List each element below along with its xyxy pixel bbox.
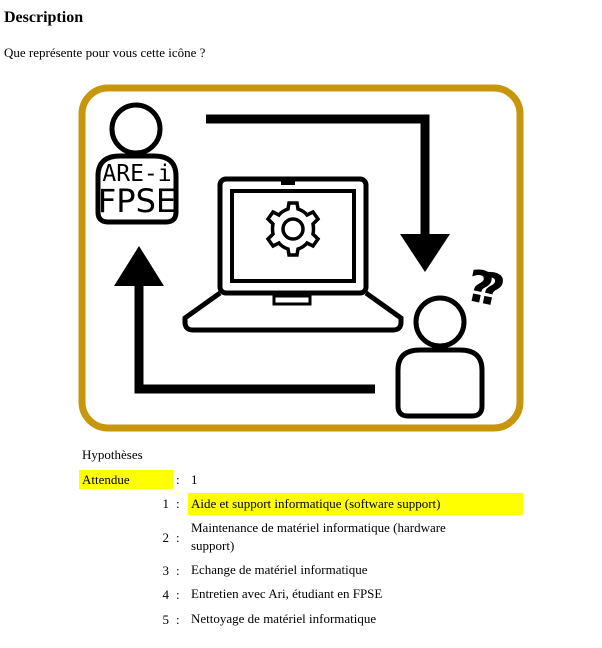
option-number: 1 xyxy=(162,496,170,511)
option-text: Echange de matériel informatique xyxy=(191,562,368,577)
expected-label: Attendue xyxy=(79,470,173,489)
support-icon-illustration: ARE-i FPSE ?? xyxy=(78,84,524,432)
option-text: Maintenance de matériel informatique (ha… xyxy=(191,520,446,553)
hypotheses-label: Hypothèses xyxy=(82,447,143,462)
icon-frame xyxy=(78,84,524,432)
question-text: Que représente pour vous cette icône ? xyxy=(4,45,206,60)
person-top-text-line2: FPSE xyxy=(98,182,176,220)
person-bottom-icon xyxy=(395,295,485,419)
option-number: 2 xyxy=(162,530,170,545)
person-top-text-line1: ARE-i xyxy=(102,161,171,187)
laptop-icon xyxy=(182,176,404,333)
person-top-icon: ARE-i FPSE xyxy=(95,102,179,225)
option-separator: : xyxy=(176,612,180,627)
option-number: 5 xyxy=(162,612,170,627)
arrow-left-up-icon xyxy=(114,246,375,394)
option-number: 3 xyxy=(162,563,170,578)
option-text: Aide et support informatique (software s… xyxy=(188,493,523,515)
gear-icon xyxy=(265,201,321,257)
option-separator: : xyxy=(176,587,180,602)
option-number: 4 xyxy=(162,587,170,602)
option-text: Entretien avec Ari, étudiant en FPSE xyxy=(191,586,383,601)
option-separator: : xyxy=(176,530,180,545)
expected-value: 1 xyxy=(191,472,198,487)
option-text: Nettoyage de matériel informatique xyxy=(191,611,377,626)
option-separator: : xyxy=(176,563,180,578)
option-separator: : xyxy=(176,496,180,511)
arrow-right-down-icon xyxy=(206,114,450,272)
expected-separator: : xyxy=(176,472,180,487)
section-heading: Description xyxy=(4,9,84,26)
